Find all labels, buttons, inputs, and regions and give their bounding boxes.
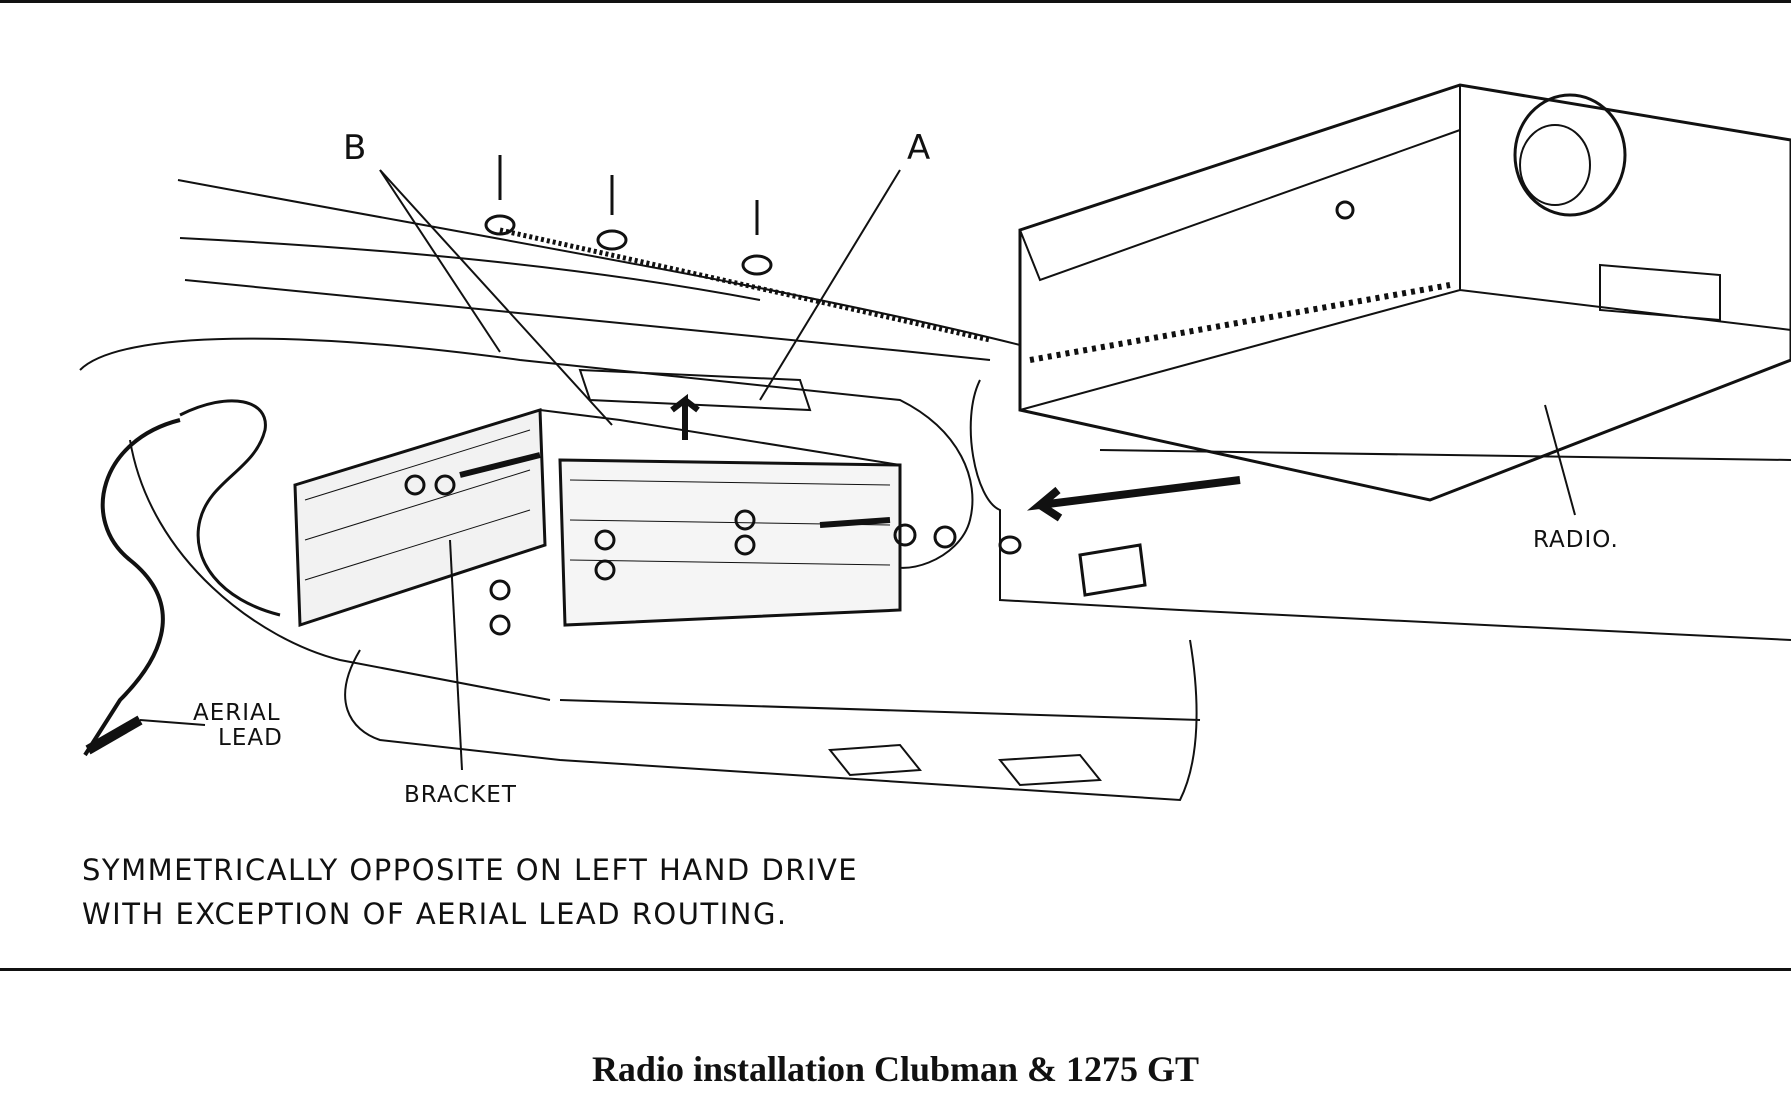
- console-lower-curve: [129, 439, 551, 701]
- insert-arrow: [1026, 476, 1241, 522]
- side-fasteners: [404, 474, 1022, 636]
- knob: [1078, 543, 1147, 597]
- console-base: [344, 639, 1198, 802]
- bracket-left-hatch: [304, 429, 531, 581]
- note-line-2: WITH EXCEPTION OF AERIAL LEAD ROUTING.: [82, 897, 788, 931]
- bracket-left-plate: [293, 407, 547, 628]
- radio-slot: [1599, 263, 1721, 322]
- label-bracket: BRACKET: [404, 782, 517, 808]
- label-a: A: [907, 128, 932, 168]
- top-fasteners: [484, 155, 773, 276]
- radio-top-rim: [1019, 129, 1461, 282]
- right-trim: [1099, 449, 1791, 641]
- aerial-plug: [85, 715, 143, 755]
- figure-caption: Radio installation Clubman & 1275 GT: [591, 1049, 1200, 1089]
- console-vent-2: [998, 753, 1102, 787]
- radio-screw: [1335, 200, 1355, 220]
- radio-installation-drawing: [79, 83, 1791, 802]
- radio-knob: [1513, 93, 1627, 217]
- leader-radio: [1544, 404, 1576, 516]
- radio-shadow: [1029, 282, 1451, 363]
- dash-lower-edge: [184, 279, 991, 361]
- note-line-1: SYMMETRICALLY OPPOSITE ON LEFT HAND DRIV…: [82, 853, 859, 887]
- aerial-hose: [179, 399, 281, 617]
- dash-recess: [969, 379, 1181, 611]
- radio-front-edge: [1019, 85, 1791, 411]
- bracket-top-flange: [539, 409, 901, 466]
- console-vent-1: [828, 743, 922, 777]
- leader-b-2: [379, 169, 613, 426]
- bracket-right-plate: [558, 458, 902, 627]
- dash-top-edge: [177, 179, 1021, 346]
- bracket-slot-left: [459, 452, 541, 478]
- console-panel: [559, 699, 1201, 721]
- leader-a: [759, 169, 901, 401]
- label-b: B: [343, 128, 368, 168]
- label-aerial-lead-line2: LEAD: [218, 725, 283, 751]
- mounting-plate: [578, 368, 812, 412]
- top-rule: [0, 0, 1791, 3]
- label-radio: RADIO.: [1533, 527, 1619, 553]
- dash-upper-edge: [179, 237, 761, 301]
- console-outline: [79, 337, 974, 569]
- section-rule: [0, 968, 1791, 971]
- bracket-slot-right: [819, 517, 891, 528]
- label-aerial-lead-line1: AERIAL: [193, 700, 281, 726]
- leader-b-1: [379, 169, 501, 353]
- leader-bracket: [449, 539, 463, 771]
- up-arrow: [670, 393, 700, 440]
- aerial-lead: [83, 418, 181, 757]
- aerial-lead-pointer: [139, 719, 206, 726]
- radio-knob-inner: [1519, 124, 1591, 206]
